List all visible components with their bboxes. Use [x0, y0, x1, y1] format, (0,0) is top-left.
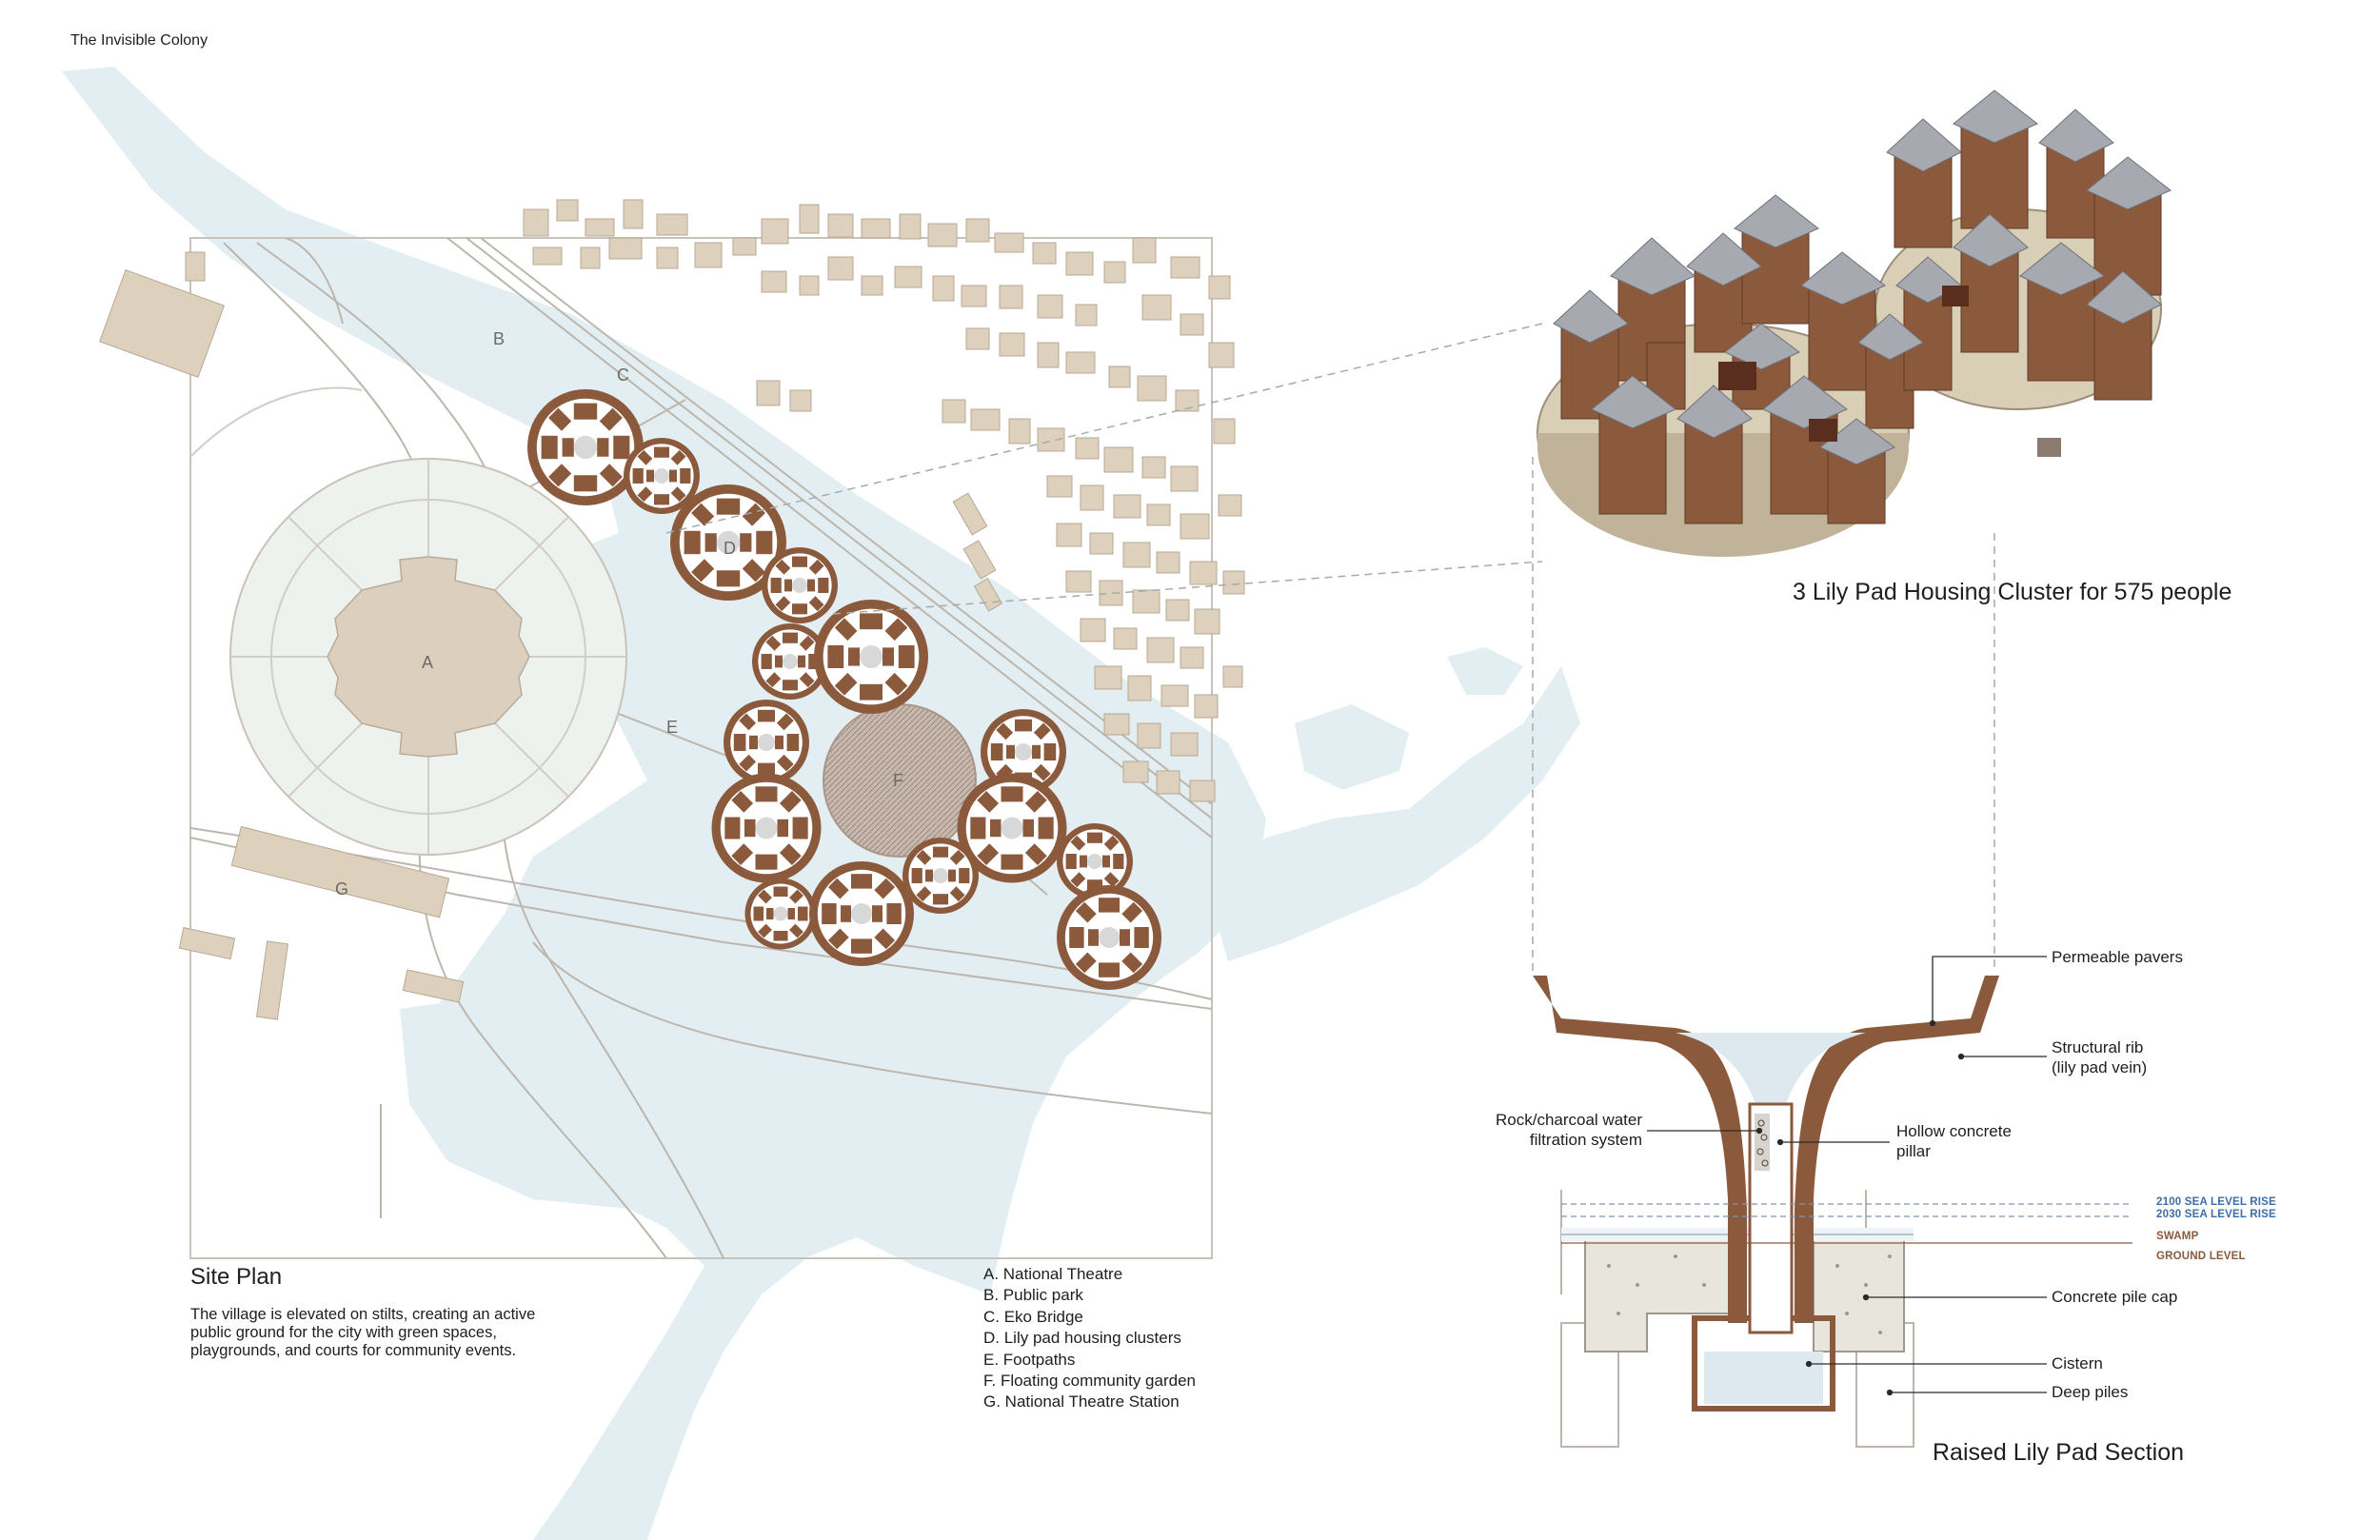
lily-pad-icon: [752, 623, 828, 700]
map-label-f: F: [893, 771, 903, 790]
leader-lines: [1647, 956, 2047, 1396]
connector-lines: [665, 323, 1995, 971]
map-label-e: E: [666, 718, 678, 737]
section-caption: Raised Lily Pad Section: [1933, 1439, 2185, 1466]
callout-pillar-line2: pillar: [1896, 1142, 1931, 1160]
level-ground: GROUND LEVEL: [2156, 1251, 2246, 1262]
lily-pad-section: [1533, 976, 1999, 1448]
level-2100-sea: 2100 SEA LEVEL RISE: [2156, 1196, 2276, 1208]
lily-pad-icon: [744, 878, 817, 950]
map-label-c: C: [617, 365, 629, 385]
callout-filtration-line2: filtration system: [1529, 1131, 1642, 1149]
site-plan-description: The village is elevated on stilts, creat…: [190, 1306, 536, 1359]
city-buildings: [98, 199, 1245, 1020]
map-label-d: D: [724, 539, 736, 558]
lily-pad-icon: [814, 600, 928, 714]
lily-pad-icon: [624, 438, 700, 514]
callout-structural-rib-line2: (lily pad vein): [2052, 1058, 2148, 1076]
legend-item: A. National Theatre: [983, 1265, 1123, 1283]
lily-pad-icon: [902, 838, 979, 914]
level-swamp: SWAMP: [2156, 1231, 2199, 1242]
legend-item: G. National Theatre Station: [983, 1392, 1180, 1412]
lily-pad-icon: [670, 484, 786, 601]
legend-item: F. Floating community garden: [983, 1372, 1196, 1391]
legend-item: D. Lily pad housing clusters: [983, 1329, 1181, 1348]
site-plan-legend: A. National Theatre B. Public park C. Ek…: [983, 1264, 1196, 1413]
legend-item: C. Eko Bridge: [983, 1307, 1083, 1326]
lily-pad-icon: [1057, 823, 1133, 899]
legend-item: E. Footpaths: [983, 1350, 1076, 1369]
lily-pad-icon: [724, 700, 809, 785]
map-label-a: A: [422, 653, 433, 672]
river-water: [62, 67, 1580, 1540]
page-title: The Invisible Colony: [70, 32, 208, 49]
callout-structural-rib: Structural rib (lily pad vein): [2052, 1037, 2147, 1077]
map-label-g: G: [335, 879, 348, 898]
map-label-b: B: [493, 329, 505, 348]
lily-pad-icon: [1057, 885, 1161, 990]
lily-pad-icon: [957, 773, 1067, 883]
lily-pad-icon: [711, 773, 822, 883]
callout-pillar: Hollow concrete pillar: [1896, 1121, 2012, 1161]
lily-pad-icon: [809, 861, 914, 966]
callout-cistern: Cistern: [2052, 1354, 2103, 1372]
callout-structural-rib-line1: Structural rib: [2052, 1038, 2144, 1056]
site-plan-title: Site Plan: [190, 1264, 283, 1290]
callout-pillar-line1: Hollow concrete: [1896, 1122, 2012, 1140]
legend-item: B. Public park: [983, 1286, 1083, 1305]
site-plan-frame: [189, 237, 1213, 1259]
callout-deep-piles: Deep piles: [2052, 1383, 2129, 1401]
lily-pad-clusters: [527, 389, 1161, 990]
lily-pad-cluster-render: [1537, 89, 2172, 557]
callout-permeable-pavers: Permeable pavers: [2052, 948, 2183, 966]
level-2030-sea: 2030 SEA LEVEL RISE: [2156, 1209, 2276, 1220]
level-lines: [1561, 1203, 2132, 1244]
callout-filtration-line1: Rock/charcoal water: [1495, 1111, 1642, 1129]
map-labels: A B C D E F G: [335, 329, 903, 898]
lily-pad-icon: [762, 547, 838, 623]
lily-pad-icon: [527, 389, 644, 505]
cluster-caption: 3 Lily Pad Housing Cluster for 575 peopl…: [1793, 579, 2232, 605]
callout-pile-cap: Concrete pile cap: [2052, 1288, 2178, 1306]
national-theatre-shape: [327, 556, 530, 758]
callout-filtration: Rock/charcoal water filtration system: [1438, 1110, 1642, 1150]
